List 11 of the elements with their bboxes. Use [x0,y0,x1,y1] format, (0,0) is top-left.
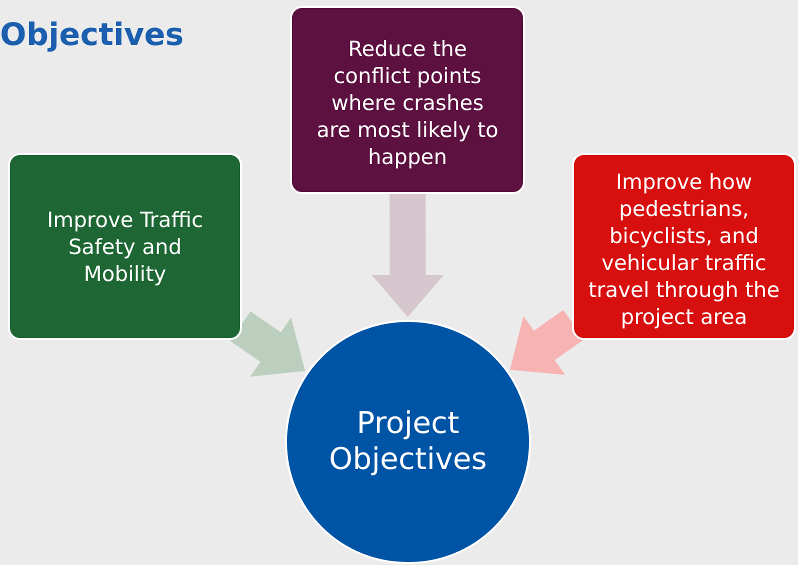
block-arrow [372,192,444,317]
node-text: Improve how pedestrians, bicyclists, and vehicular traffic travel through the project area [587,169,781,331]
node-text: Project Objectives [328,406,488,478]
objective-box [290,6,525,194]
block-arrow [230,311,306,377]
objective-box [572,153,796,340]
node-text: Reduce the conflict points where crashes are most likely to happen [316,36,499,171]
node-text: Improve Traffic Safety and Mobility [46,207,204,288]
block-arrow [510,310,584,375]
objective-box [8,153,242,340]
title: Objectives [0,16,184,55]
